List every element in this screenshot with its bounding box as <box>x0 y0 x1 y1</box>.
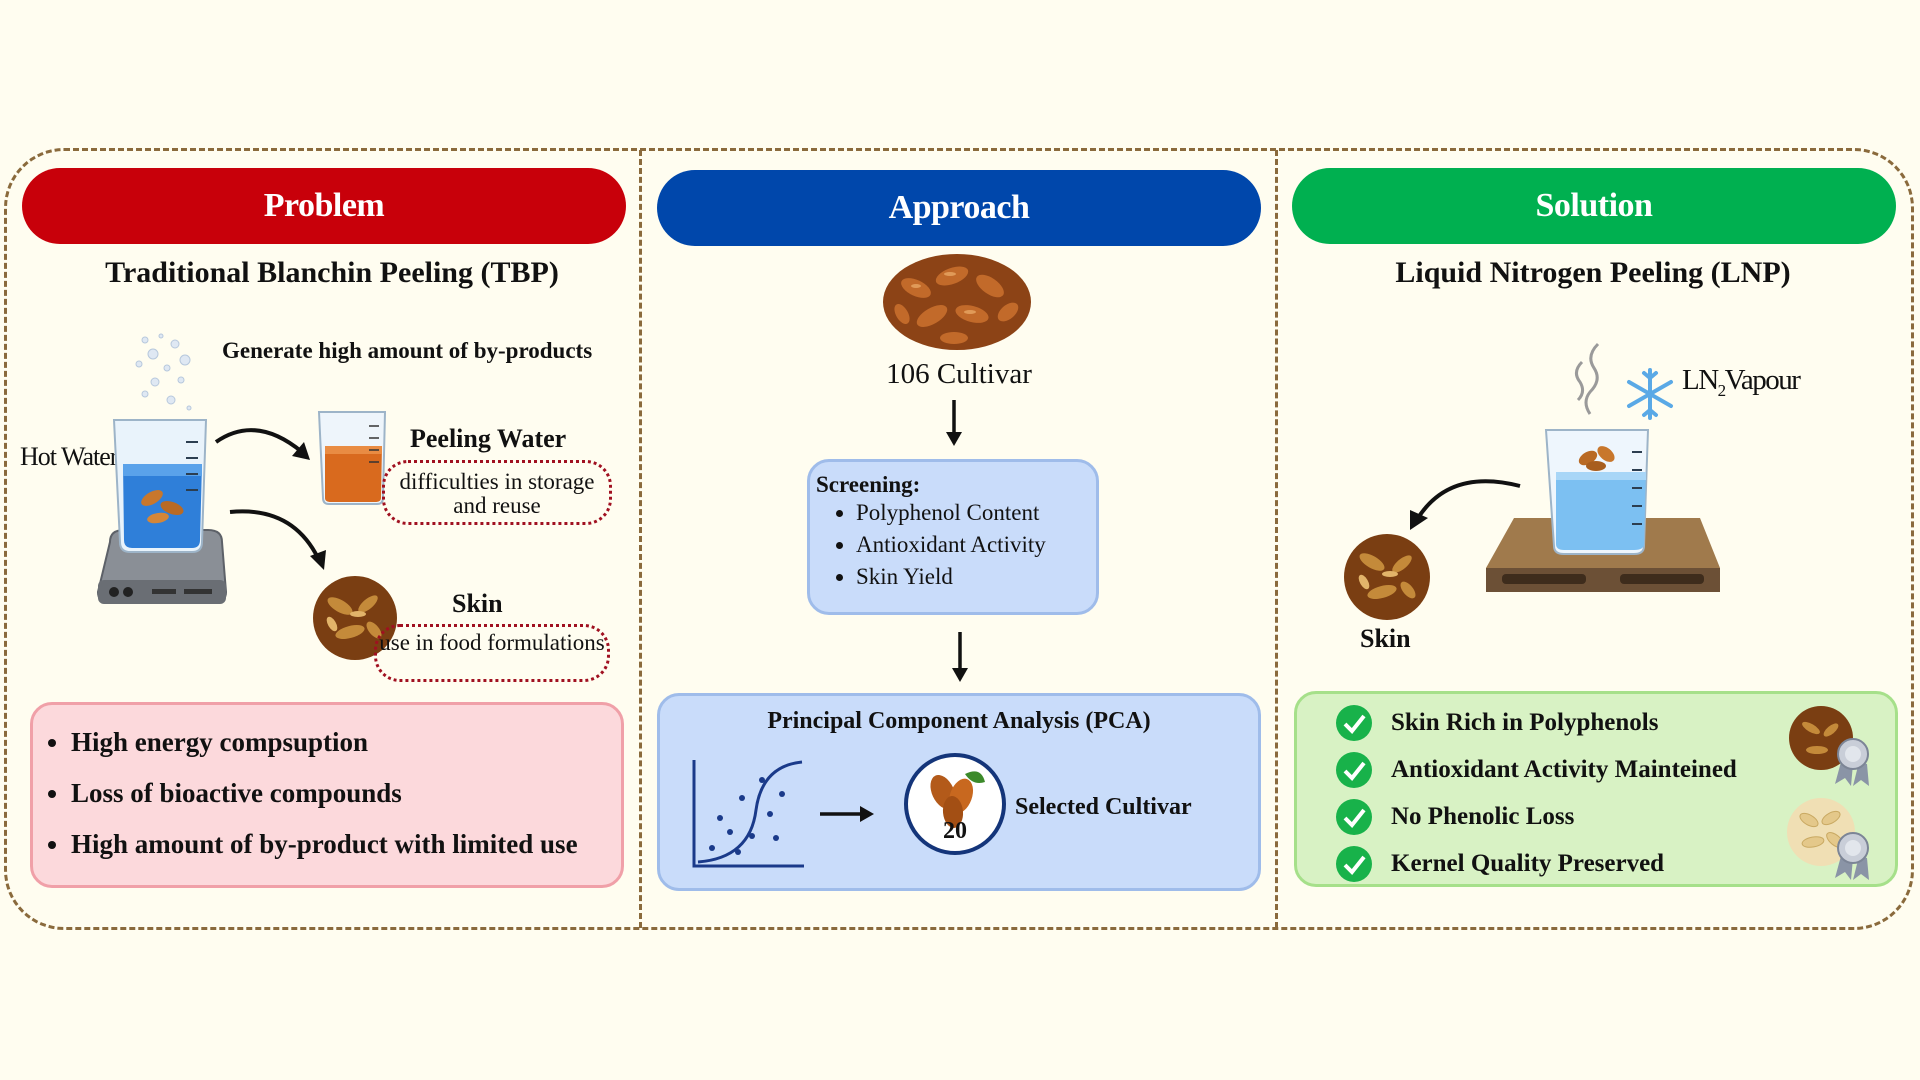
skin-label-problem: Skin <box>452 589 503 618</box>
outer-dashed-frame <box>4 148 1914 930</box>
kernel-quality-award-icon <box>1787 798 1869 880</box>
almonds-icon <box>883 254 1031 350</box>
almond-skin-solution-icon <box>1344 534 1430 620</box>
bubbles-icon <box>135 333 192 411</box>
arrow-to-skin-solution <box>1410 479 1521 530</box>
solution-title: Liquid Nitrogen Peeling (LNP) <box>1395 256 1791 289</box>
skin-label-solution: Skin <box>1360 624 1411 653</box>
drawback-item: High amount of by-product with limited u… <box>71 829 621 860</box>
cooling-platform-icon <box>1486 429 1720 592</box>
cultivar-count: 106 Cultivar <box>886 358 1032 390</box>
problem-title: Traditional Blanchin Peeling (TBP) <box>105 256 559 289</box>
approach-header: Approach <box>657 170 1261 246</box>
vapour-icon <box>1575 342 1600 415</box>
screening-item: Polyphenol Content <box>856 500 1096 526</box>
screening-title: Screening: <box>816 472 921 497</box>
checkmark-icon <box>1336 752 1372 788</box>
benefit-row: Antioxidant Activity Mainteined <box>1335 751 1737 789</box>
peeling-water-note: difficulties in storage and reuse <box>382 460 612 525</box>
arrow-down-1 <box>946 400 962 446</box>
screening-box: Screening: Polyphenol Content Antioxidan… <box>807 459 1099 615</box>
byproducts-note: Generate high amount of by-products <box>222 338 593 363</box>
screening-item: Antioxidant Activity <box>856 532 1096 558</box>
selected-number: 20 <box>943 818 967 844</box>
benefit-row: Kernel Quality Preserved <box>1335 845 1664 883</box>
skin-note: use in food formulations <box>374 624 610 682</box>
hot-water-label: Hot Water <box>20 442 118 471</box>
divider-right <box>1275 150 1278 928</box>
vapour-label: LN2Vapour <box>1682 364 1801 400</box>
problem-drawbacks-box: High energy compsuption Loss of bioactiv… <box>30 702 624 888</box>
screening-item: Skin Yield <box>856 564 1096 590</box>
selected-almond-icon <box>904 753 1006 855</box>
checkmark-icon <box>1336 705 1372 741</box>
divider-left <box>639 150 642 928</box>
hotplate-beaker-icon <box>96 419 228 604</box>
arrow-right <box>820 806 874 822</box>
pca-title: Principal Component Analysis (PCA) <box>767 708 1151 734</box>
solution-benefits-box: Skin Rich in Polyphenols Antioxidant Act… <box>1294 691 1898 887</box>
peeling-water-label: Peeling Water <box>410 424 567 453</box>
pca-box: Principal Component Analysis (PCA) 20 Se… <box>657 693 1261 891</box>
drawback-item: Loss of bioactive compounds <box>71 778 621 809</box>
checkmark-icon <box>1336 846 1372 882</box>
skin-quality-award-icon <box>1789 706 1869 786</box>
peeling-water-beaker-icon <box>317 411 387 505</box>
checkmark-icon <box>1336 799 1372 835</box>
scatter-plot-icon <box>692 760 804 868</box>
arrow-down-2 <box>952 632 968 682</box>
drawback-item: High energy compsuption <box>71 727 621 758</box>
solution-header: Solution <box>1292 168 1896 244</box>
arrow-to-skin <box>229 509 326 570</box>
benefit-row: No Phenolic Loss <box>1335 798 1574 836</box>
arrow-to-peeling-water <box>214 428 310 460</box>
benefit-row: Skin Rich in Polyphenols <box>1335 704 1658 742</box>
snowflake-icon <box>1627 368 1673 420</box>
selected-cultivar-label: Selected Cultivar <box>1015 794 1192 820</box>
problem-header: Problem <box>22 168 626 244</box>
